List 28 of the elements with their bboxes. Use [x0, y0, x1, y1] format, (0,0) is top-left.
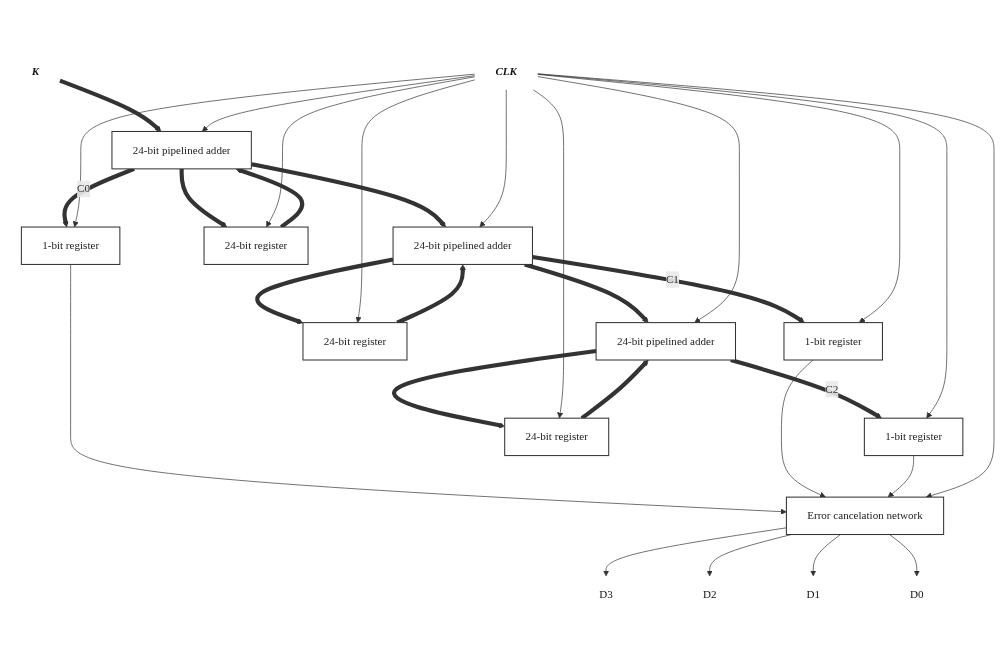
node-box: 1-bit register [863, 417, 964, 457]
arrow [730, 358, 882, 419]
edge-label: C0 [77, 182, 90, 195]
arrow [179, 168, 228, 228]
node-box: Error cancelation network [785, 496, 945, 536]
node-box: 24-bit register [203, 226, 309, 265]
node-text: K [31, 65, 40, 77]
arrow [59, 78, 162, 132]
edge-label: C1 [665, 273, 679, 286]
node-box: 1-bit register [783, 322, 883, 361]
node-box: 24-bit register [302, 322, 408, 361]
edge-label: C2 [825, 382, 839, 395]
arrow [235, 167, 305, 229]
node-box: 24-bit pipelined adder [595, 322, 736, 361]
node-box: 24-bit register [504, 417, 610, 457]
arrow [255, 257, 394, 324]
node-text: D3 [599, 588, 613, 601]
arrow [580, 359, 649, 420]
arrow [532, 254, 805, 323]
node-text: CLK [495, 65, 518, 77]
node-text: D0 [910, 588, 924, 601]
node-text: D1 [806, 588, 820, 601]
node-box: 1-bit register [20, 226, 121, 265]
node-text: D2 [702, 588, 717, 601]
arrow [524, 262, 649, 323]
node-box: 24-bit pipelined adder [392, 226, 533, 265]
arrow [392, 348, 597, 429]
node-box: 24-bit pipelined adder [111, 130, 252, 170]
